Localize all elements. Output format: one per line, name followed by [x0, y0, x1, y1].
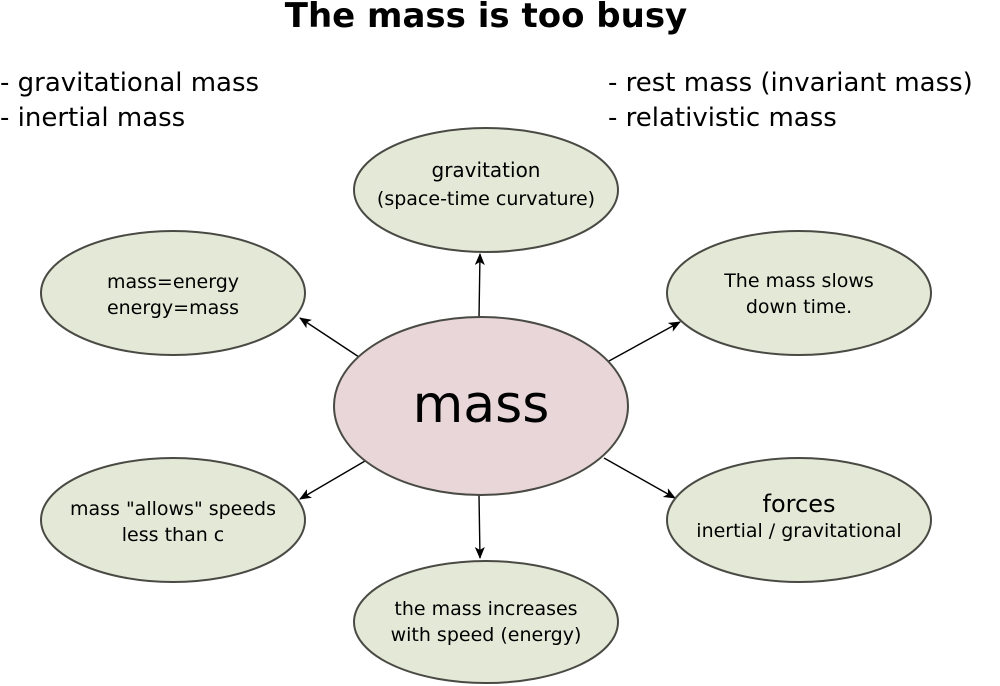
arrow-to-bottom — [474, 494, 485, 559]
note-inertial-mass: - inertial mass — [0, 103, 185, 133]
arrow-to-lower-right — [603, 457, 676, 499]
node-forces-ellipse — [666, 457, 932, 583]
node-mass-energy-line2: energy=mass — [107, 297, 239, 319]
node-speeds-less-than-c-line2: less than c — [122, 524, 224, 546]
node-mass-increases-line1: the mass increases — [394, 598, 577, 620]
node-mass-increases: the mass increases with speed (energy) — [353, 560, 619, 684]
node-speeds-less-than-c: mass "allows" speeds less than c — [40, 457, 306, 583]
node-slows-time: The mass slows down time. — [666, 230, 932, 356]
node-forces: forces inertial / gravitational — [666, 457, 932, 583]
page-title: The mass is too busy — [285, 0, 687, 36]
note-gravitational-mass: - gravitational mass — [0, 68, 259, 98]
node-forces-line1: forces — [763, 490, 836, 518]
node-mass-center: mass — [333, 316, 629, 496]
arrow-to-top — [474, 253, 485, 319]
node-gravitation: gravitation (space-time curvature) — [353, 127, 619, 253]
node-speeds-less-than-c-ellipse — [40, 457, 306, 583]
node-gravitation-line1: gravitation — [432, 158, 541, 182]
node-forces-line2: inertial / gravitational — [696, 520, 901, 542]
node-mass-energy-ellipse — [40, 230, 306, 356]
node-slows-time-line2: down time. — [746, 296, 852, 318]
node-gravitation-ellipse — [353, 127, 619, 253]
node-mass-center-label: mass — [413, 375, 550, 435]
notes-left: - gravitational mass - inertial mass — [0, 68, 259, 133]
node-speeds-less-than-c-line1: mass "allows" speeds — [70, 498, 276, 520]
node-mass-energy: mass=energy energy=mass — [40, 230, 306, 356]
note-rest-mass: - rest mass (invariant mass) — [608, 68, 973, 98]
node-slows-time-ellipse — [666, 230, 932, 356]
arrows — [299, 253, 681, 559]
arrow-to-lower-left — [299, 460, 366, 500]
notes-right: - rest mass (invariant mass) - relativis… — [608, 68, 973, 133]
node-gravitation-line2: (space-time curvature) — [377, 188, 595, 210]
node-mass-increases-line2: with speed (energy) — [391, 624, 582, 646]
node-slows-time-line1: The mass slows — [723, 270, 874, 292]
arrow-to-upper-right — [608, 321, 681, 362]
node-mass-energy-line1: mass=energy — [107, 271, 239, 293]
node-mass-center-ellipse — [333, 316, 629, 496]
note-relativistic-mass: - relativistic mass — [608, 103, 837, 133]
arrow-to-upper-left — [299, 317, 360, 358]
node-mass-increases-ellipse — [353, 560, 619, 684]
